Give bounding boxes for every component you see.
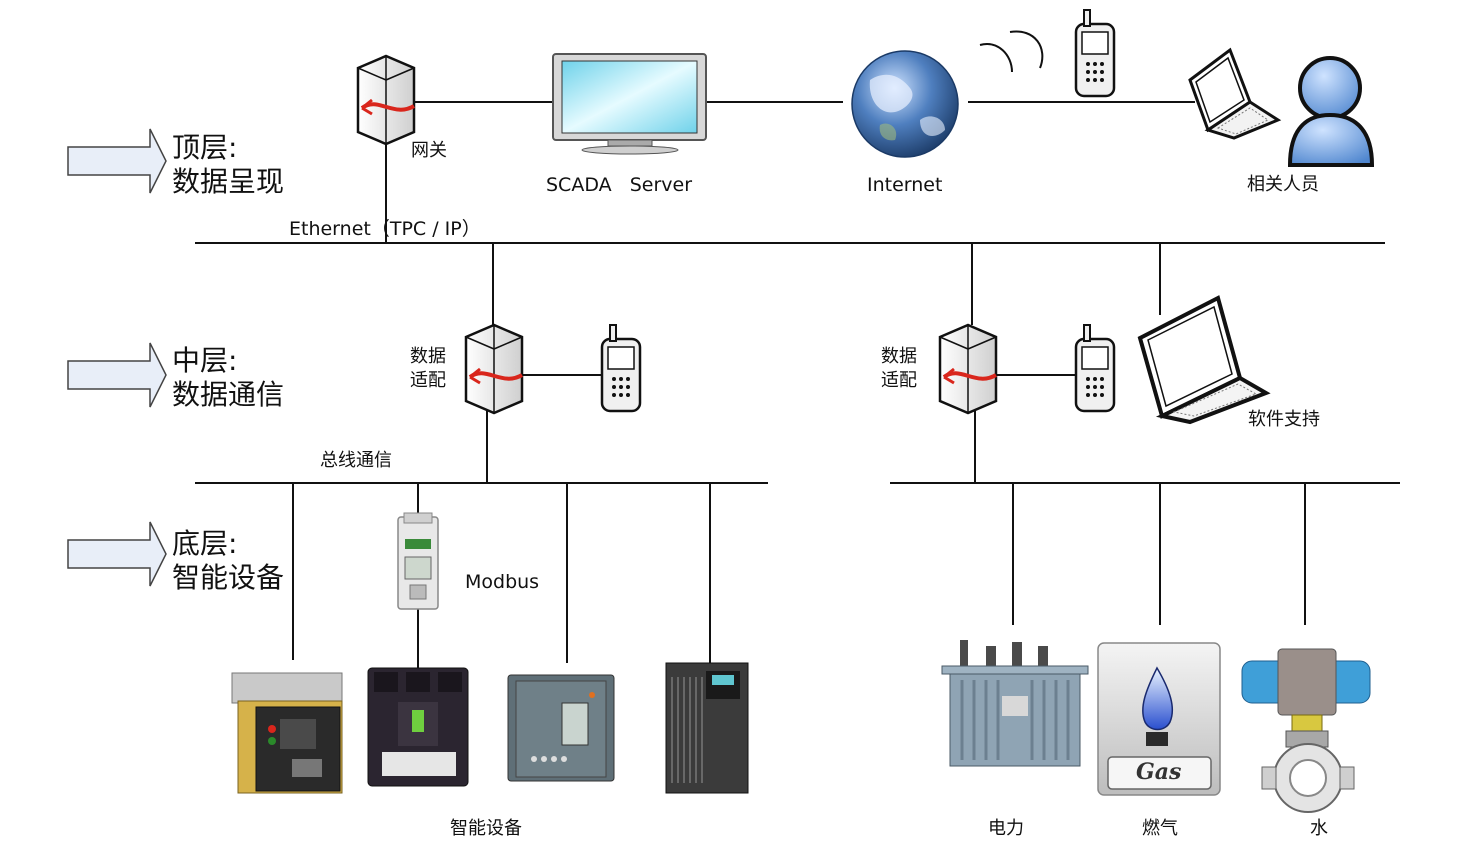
connection-lines — [195, 101, 1400, 668]
top-layer-title: 顶层: 数据呈现 — [172, 131, 284, 199]
power-transformer-icon — [941, 640, 1089, 767]
molded-case-breaker-icon — [367, 667, 469, 787]
modbus-meter-icon — [397, 512, 439, 610]
gas-label: 燃气 — [1142, 818, 1178, 839]
top-layer-arrow — [67, 128, 167, 194]
mobile-phone-top-icon — [1074, 9, 1116, 98]
software-support-label: 软件支持 — [1248, 409, 1320, 430]
bottom-layer-arrow — [67, 521, 167, 587]
bottom-layer-title: 底层: 智能设备 — [172, 527, 284, 595]
middle-layer-title: 中层: 数据通信 — [172, 344, 284, 412]
smart-devices-label: 智能设备 — [450, 818, 522, 839]
mobile-phone-middle-right-icon — [1074, 324, 1116, 413]
modbus-label: Modbus — [465, 571, 540, 593]
top-layer-heading: 顶层: — [172, 131, 238, 164]
data-adapter-left-server-icon — [464, 323, 524, 415]
middle-layer-arrow — [67, 342, 167, 408]
data-adapter-right-server-icon — [938, 323, 998, 415]
bottom-layer-heading: 底层: — [172, 527, 238, 560]
wireless-signal-icon — [979, 30, 1044, 73]
scada-server-label: SCADA Server — [546, 174, 693, 196]
middle-layer-heading: 中层: — [172, 344, 238, 377]
data-adapter-left-label: 数据 适配 — [410, 346, 446, 391]
power-label: 电力 — [988, 818, 1024, 839]
internet-label: Internet — [867, 174, 943, 196]
gas-sign-text: Gas — [1136, 759, 1182, 785]
scada-monitor-icon — [552, 53, 707, 155]
personnel-label: 相关人员 — [1247, 174, 1319, 195]
water-valve-icon — [1241, 648, 1371, 813]
data-adapter-right-label: 数据 适配 — [881, 346, 917, 391]
laptop-top-icon — [1188, 47, 1282, 140]
top-layer-subheading: 数据呈现 — [172, 165, 285, 198]
air-circuit-breaker-icon — [231, 672, 343, 794]
mobile-phone-middle-left-icon — [600, 324, 642, 413]
software-support-laptop-icon — [1137, 295, 1271, 425]
ethernet-label: Ethernet（TPC / IP） — [289, 218, 481, 240]
internet-globe-icon — [851, 50, 959, 158]
gateway-label: 网关 — [411, 140, 447, 161]
middle-layer-subheading: 数据通信 — [172, 378, 285, 411]
protection-relay-icon — [507, 674, 615, 782]
water-label: 水 — [1310, 818, 1328, 839]
variable-frequency-drive-icon — [665, 662, 749, 794]
gas-sign-icon — [1097, 642, 1221, 796]
person-avatar-icon — [1287, 56, 1375, 167]
bus-communication-label: 总线通信 — [320, 450, 392, 471]
bottom-layer-subheading: 智能设备 — [172, 561, 285, 594]
gateway-server-icon — [356, 54, 416, 146]
